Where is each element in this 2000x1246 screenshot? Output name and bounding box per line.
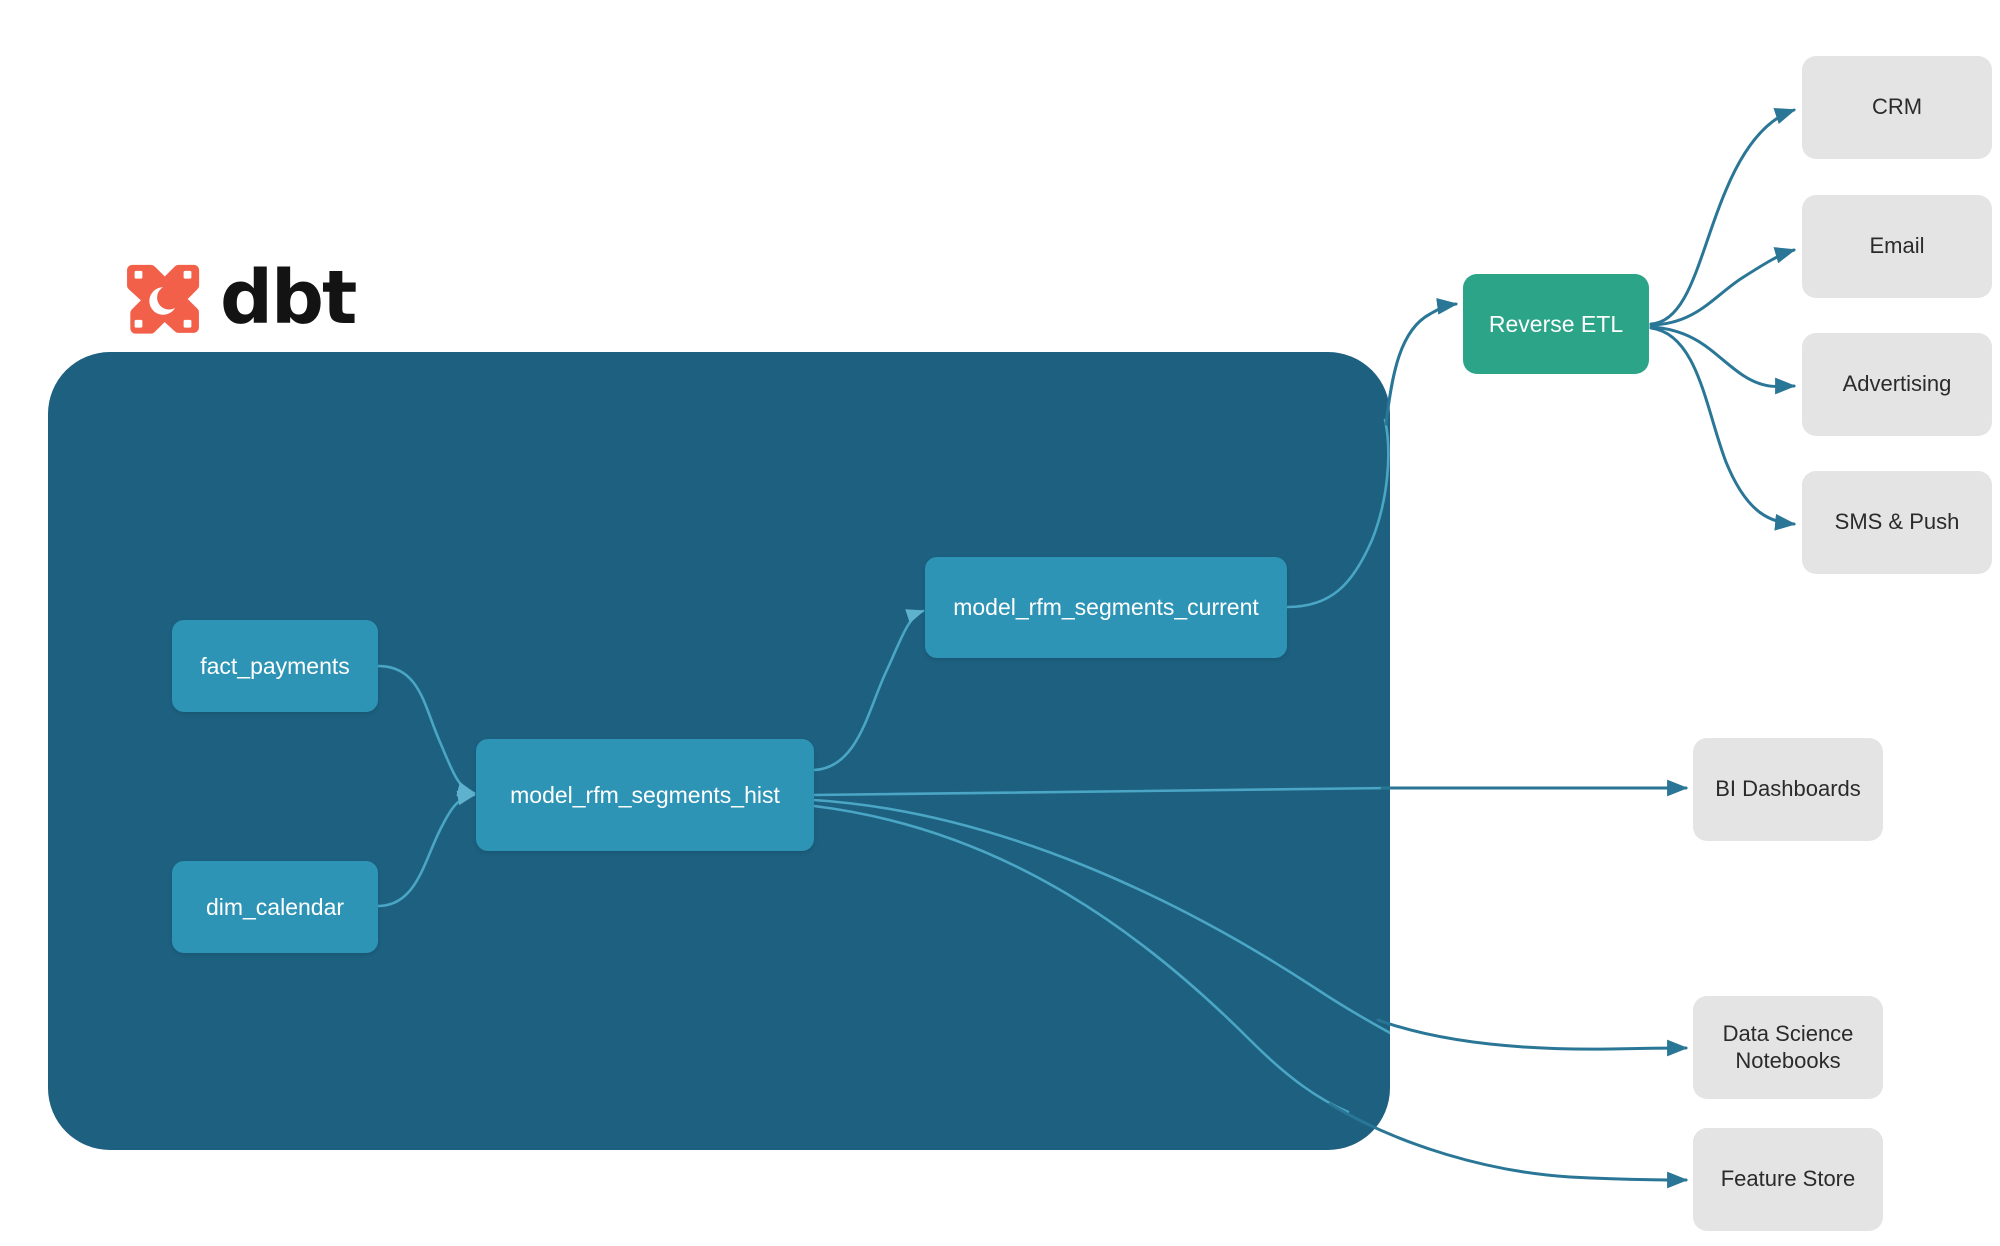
node-label: fact_payments [200,652,350,679]
node-email[interactable]: Email [1802,195,1992,298]
node-sms-push[interactable]: SMS & Push [1802,471,1992,574]
edge-reverse-etl-to-email [1649,247,1797,327]
edge-dim_calendar-to-hist [376,790,476,908]
dbt-wordmark: dbt [220,255,357,341]
node-reverse-etl[interactable]: Reverse ETL [1463,274,1649,374]
node-fact-payments[interactable]: fact_payments [172,620,378,712]
node-label: BI Dashboards [1715,776,1861,802]
edge-reverse-etl-to-crm [1649,108,1796,326]
node-bi-dashboards[interactable]: BI Dashboards [1693,738,1883,841]
edge-hist-to-bi-inside [812,786,1390,797]
edge-fact_payments-to-hist [376,664,476,797]
node-label: Email [1869,233,1925,259]
node-crm[interactable]: CRM [1802,56,1992,159]
edge-hist-to-current [812,609,925,772]
edge-hist-to-fs-inside [812,804,1350,1114]
node-label: model_rfm_segments_hist [510,781,780,808]
node-label: Reverse ETL [1488,310,1624,337]
node-advertising[interactable]: Advertising [1802,333,1992,436]
node-label: Feature Store [1720,1166,1856,1192]
edge-reverse-etl-to-advertising [1649,325,1797,395]
node-label: Advertising [1842,371,1952,397]
edge-reverse-etl-to-sms_push [1649,326,1797,531]
node-label: CRM [1871,94,1923,120]
node-model-rfm-segments-current[interactable]: model_rfm_segments_current [925,557,1287,658]
node-label: dim_calendar [205,893,345,920]
node-dim-calendar[interactable]: dim_calendar [172,861,378,953]
node-label: model_rfm_segments_current [953,594,1259,621]
edge-hist-to-data_science_notebooks [1376,1018,1689,1057]
node-label: SMS & Push [1834,509,1960,535]
dbt-x-logo-icon [127,264,200,334]
dbt-logo: dbt [120,255,357,344]
node-model-rfm-segments-hist[interactable]: model_rfm_segments_hist [476,739,814,851]
edge-hist-to-ds-inside [812,798,1390,1036]
edge-current-to-reverse-etl [1384,298,1459,426]
edge-hist-to-feature_store [1328,1102,1689,1189]
edge-current-to-etl-inside [1285,418,1390,609]
node-feature-store[interactable]: Feature Store [1693,1128,1883,1231]
